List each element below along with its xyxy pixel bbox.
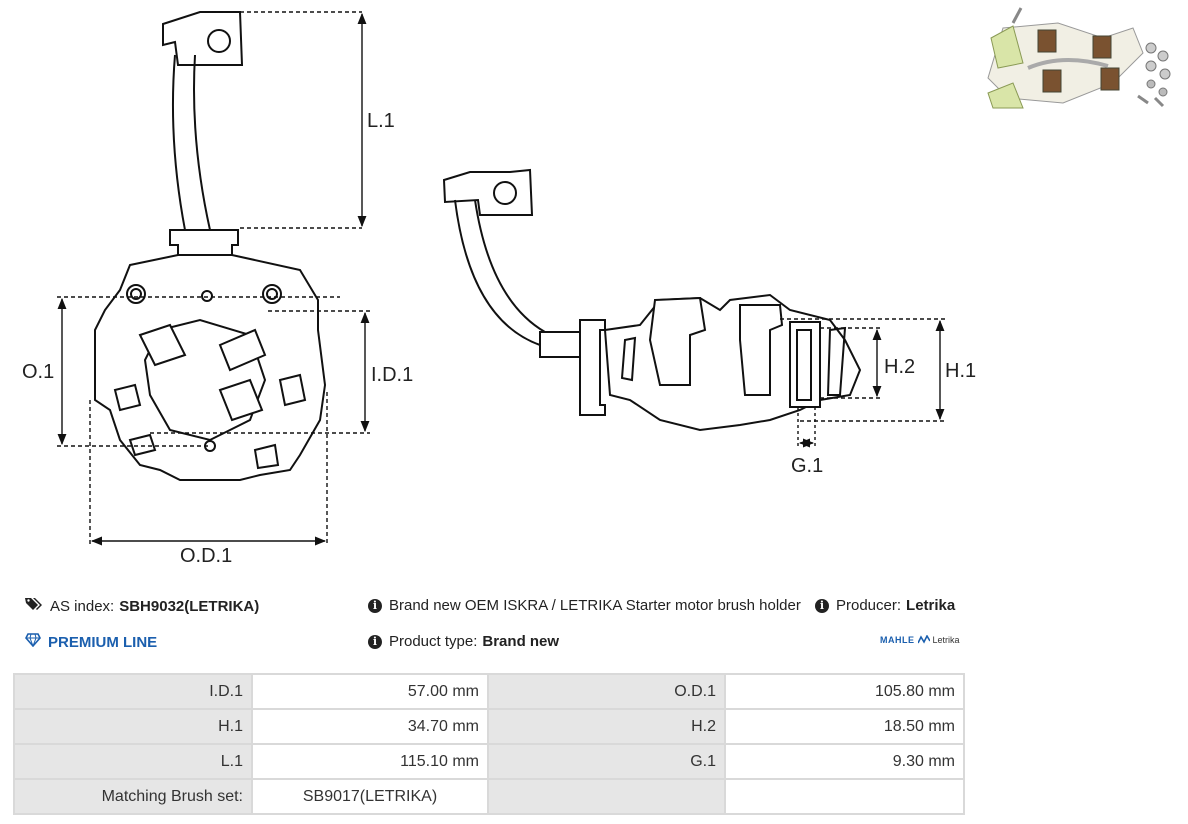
spec-value: 18.50 mm	[724, 708, 965, 745]
spec-value: 115.10 mm	[251, 743, 489, 780]
description-row: i Brand new OEM ISKRA / LETRIKA Starter …	[368, 597, 801, 614]
premium-line-badge: PREMIUM LINE	[25, 633, 157, 651]
dim-label-id1: I.D.1	[371, 364, 413, 386]
info-circle-icon: i	[815, 598, 829, 613]
spec-label: L.1	[13, 743, 253, 780]
table-row: L.1 115.10 mm G.1 9.30 mm	[13, 743, 965, 780]
as-index-value: SBH9032(LETRIKA)	[119, 597, 260, 615]
dim-label-g1: G.1	[791, 455, 823, 477]
spec-label: O.D.1	[487, 673, 726, 710]
spec-table: I.D.1 57.00 mm O.D.1 105.80 mm H.1 34.70…	[13, 673, 965, 815]
table-row: I.D.1 57.00 mm O.D.1 105.80 mm	[13, 673, 965, 710]
info-circle-icon: i	[368, 634, 382, 649]
premium-line-label: PREMIUM LINE	[48, 633, 158, 651]
spec-label: I.D.1	[13, 673, 253, 710]
dim-label-od1: O.D.1	[180, 545, 232, 567]
product-photo[interactable]	[983, 7, 1183, 110]
spec-value: 9.30 mm	[724, 743, 965, 780]
mahle-logo-text: MAHLE	[880, 635, 915, 645]
dimension-lines	[57, 11, 945, 546]
brush-holder-top-view	[94, 11, 327, 481]
spec-value: 105.80 mm	[724, 673, 965, 710]
info-circle-icon: i	[368, 598, 382, 613]
letrika-logo-text: Letrika	[932, 635, 960, 645]
spec-value: SB9017(LETRIKA)	[251, 778, 489, 815]
brush-holder-side-view	[442, 168, 862, 432]
dim-label-h1: H.1	[945, 360, 976, 382]
dim-label-o1: O.1	[22, 361, 54, 383]
spec-value: 57.00 mm	[251, 673, 489, 710]
spec-label: H.1	[13, 708, 253, 745]
product-type-value: Brand new	[482, 633, 560, 650]
dim-label-h2: H.2	[884, 356, 915, 378]
spec-label	[487, 778, 726, 815]
spec-label: G.1	[487, 743, 726, 780]
table-row: Matching Brush set: SB9017(LETRIKA)	[13, 778, 965, 815]
technical-drawing: L.1 O.1 I.D.1 O.D.1 H.1 H.2 G.1	[22, 7, 1183, 567]
product-type-row: i Product type: Brand new	[368, 633, 559, 650]
description-text: Brand new OEM ISKRA / LETRIKA Starter mo…	[389, 597, 801, 614]
spec-value	[724, 778, 965, 815]
tags-icon	[25, 597, 43, 615]
product-type-label: Product type:	[389, 633, 478, 650]
dim-label-l1: L.1	[367, 110, 395, 132]
spec-value: 34.70 mm	[251, 708, 489, 745]
wave-icon	[917, 635, 930, 644]
spec-label: Matching Brush set:	[13, 778, 253, 815]
diamond-icon	[25, 633, 41, 651]
table-row: H.1 34.70 mm H.2 18.50 mm	[13, 708, 965, 745]
producer-label: Producer:	[836, 597, 902, 614]
brand-logo: MAHLE Letrika	[880, 635, 960, 645]
producer-row: i Producer: Letrika	[815, 597, 955, 614]
as-index-row: AS index: SBH9032(LETRIKA)	[25, 597, 259, 615]
producer-value: Letrika	[906, 597, 956, 614]
spec-label: H.2	[487, 708, 726, 745]
as-index-label: AS index:	[50, 597, 115, 615]
